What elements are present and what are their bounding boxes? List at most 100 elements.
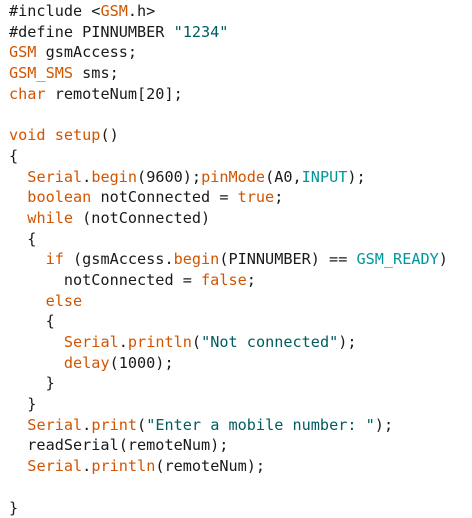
code-line: #define PINNUMBER "1234" [9,22,472,43]
code-token: ( [137,416,146,434]
code-line: GSM gsmAccess; [9,42,472,63]
code-line: } [9,498,472,518]
code-token: } [9,374,55,392]
code-token: } [9,395,36,413]
code-token: #include < [9,2,100,20]
code-token [46,126,55,144]
code-token: void [9,126,46,144]
code-token [9,416,27,434]
code-token: remoteNum[20]; [46,85,183,103]
code-lines: #include <GSM.h>#define PINNUMBER "1234"… [9,1,472,518]
code-token: begin [91,168,137,186]
code-token: else [46,292,83,310]
code-line: delay(1000); [9,353,472,374]
code-token: delay [64,354,110,372]
code-line: } [9,394,472,415]
code-token [9,209,27,227]
code-token [9,457,27,475]
code-token [9,188,27,206]
code-token: ); [347,168,365,186]
code-token: sms; [73,64,119,82]
code-line [9,104,472,125]
code-line: Serial.println("Not connected"); [9,332,472,353]
code-token: . [82,416,91,434]
code-line: Serial.begin(9600);pinMode(A0,INPUT); [9,167,472,188]
code-token: { [9,312,55,330]
code-token: Serial [64,333,119,351]
code-line: void setup() [9,125,472,146]
code-token: (1000); [110,354,174,372]
code-token: setup [55,126,101,144]
code-token: ) [439,250,448,268]
code-line: readSerial(remoteNum); [9,435,472,456]
code-token: ; [274,188,283,206]
code-token: INPUT [302,168,348,186]
code-token: . [119,333,128,351]
code-line: { [9,311,472,332]
code-token [9,168,27,186]
code-token: "Enter a mobile number: " [146,416,375,434]
code-token: .h> [128,2,155,20]
code-token: ; [247,271,256,289]
code-token: println [91,457,155,475]
code-token: true [238,188,275,206]
code-token: (A0, [265,168,302,186]
code-token: . [82,168,91,186]
code-line: { [9,146,472,167]
code-line: while (notConnected) [9,208,472,229]
code-token: { [9,147,18,165]
code-token [9,333,64,351]
code-token: #define PINNUMBER [9,23,174,41]
code-token: (remoteNum); [155,457,265,475]
code-token: boolean [27,188,91,206]
code-token: () [100,126,118,144]
code-token: if [46,250,64,268]
code-token: Serial [27,457,82,475]
code-token: (notConnected) [73,209,210,227]
code-line: { [9,229,472,250]
code-line: Serial.print("Enter a mobile number: "); [9,415,472,436]
code-token: notConnected = [9,271,201,289]
code-token: { [9,230,36,248]
code-token: GSM_READY [356,250,438,268]
code-line: boolean notConnected = true; [9,187,472,208]
code-token: Serial [27,168,82,186]
code-token [9,250,46,268]
code-token [9,354,64,372]
code-token: ( [192,333,201,351]
code-token: ); [338,333,356,351]
code-token: GSM [9,43,36,61]
code-token: . [82,457,91,475]
code-line: } [9,373,472,394]
code-token: println [128,333,192,351]
code-token: gsmAccess; [36,43,137,61]
code-token: "Not connected" [201,333,338,351]
code-token: "1234" [174,23,229,41]
code-token: while [27,209,73,227]
code-line: notConnected = false; [9,270,472,291]
code-token: ); [375,416,393,434]
code-token: Serial [27,416,82,434]
code-token: false [201,271,247,289]
code-token: print [91,416,137,434]
code-line: Serial.println(remoteNum); [9,456,472,477]
code-token: char [9,85,46,103]
code-token: } [9,499,18,517]
code-line: GSM_SMS sms; [9,63,472,84]
code-token: (9600); [137,168,201,186]
code-token: readSerial(remoteNum); [9,436,228,454]
code-token: GSM_SMS [9,64,73,82]
code-token: (PINNUMBER) == [219,250,356,268]
code-token: notConnected = [91,188,237,206]
code-line: else [9,291,472,312]
code-token [9,292,46,310]
code-token: GSM [100,2,127,20]
code-line: #include <GSM.h> [9,1,472,22]
code-line [9,477,472,498]
code-token: (gsmAccess. [64,250,174,268]
code-line: if (gsmAccess.begin(PINNUMBER) == GSM_RE… [9,249,472,270]
code-token: begin [174,250,220,268]
code-line: char remoteNum[20]; [9,84,472,105]
code-token: pinMode [201,168,265,186]
